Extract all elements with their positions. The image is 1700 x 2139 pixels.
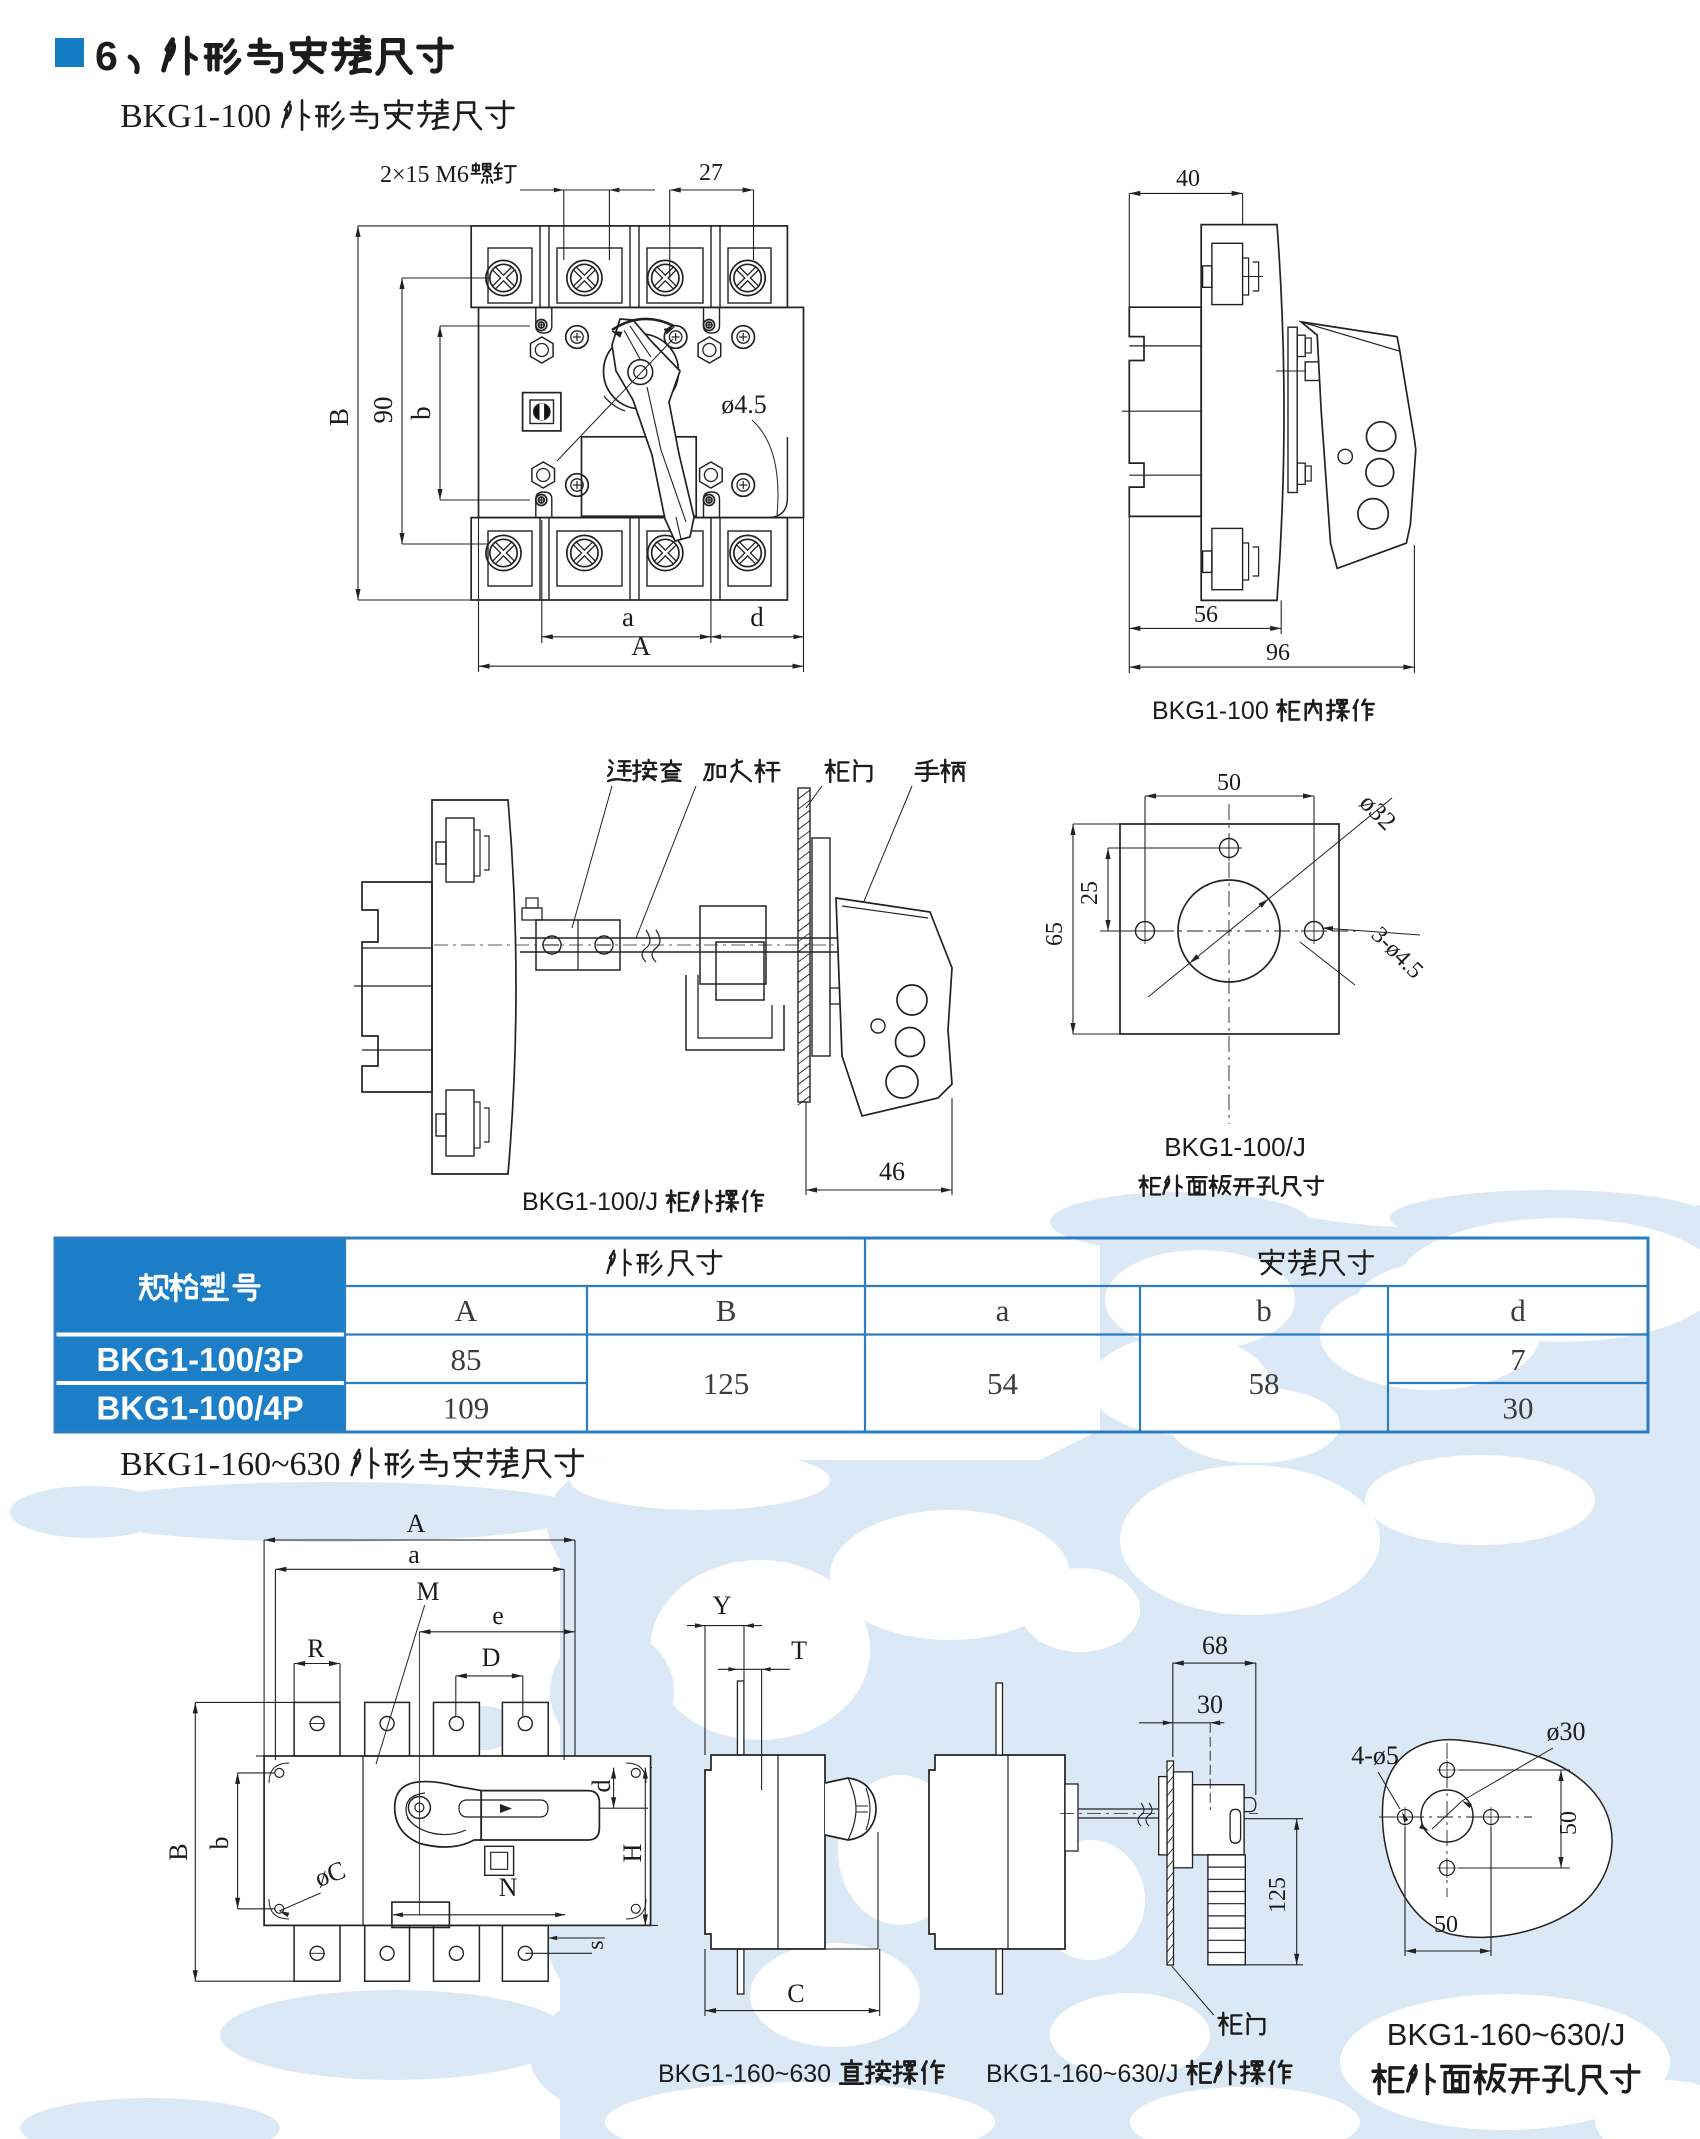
svg-text:27: 27 [699,160,723,186]
svg-text:BKG1-100/J: BKG1-100/J [522,1188,665,1216]
svg-text:85: 85 [451,1342,482,1377]
svg-text:50: 50 [1434,1912,1458,1938]
svg-text:b: b [205,1837,234,1850]
svg-text:s: s [583,1940,609,1949]
svg-text:BKG1-160~630: BKG1-160~630 [120,1446,349,1483]
svg-text:a: a [996,1293,1010,1328]
svg-text:40: 40 [1176,166,1200,192]
svg-text:R: R [307,1634,325,1663]
svg-text:BKG1-100: BKG1-100 [1152,697,1276,725]
svg-text:50: 50 [1556,1811,1582,1835]
svg-text:96: 96 [1266,640,1290,666]
svg-text:50: 50 [1217,770,1241,796]
svg-text:a: a [408,1540,420,1569]
svg-text:b: b [1256,1293,1272,1328]
svg-text:109: 109 [443,1391,490,1426]
svg-text:125: 125 [1265,1877,1291,1913]
svg-text:d: d [750,602,764,632]
svg-text:N: N [499,1873,518,1902]
svg-text:C: C [787,1979,804,2008]
svg-text:b: b [406,406,436,420]
svg-text:Y: Y [713,1591,732,1620]
svg-text:BKG1-100/4P: BKG1-100/4P [96,1390,303,1427]
svg-text:90: 90 [368,397,398,424]
svg-text:65: 65 [1042,922,1068,946]
svg-text:ø30: ø30 [1547,1717,1586,1746]
svg-text:BKG1-100/J: BKG1-100/J [1164,1132,1306,1162]
svg-text:30: 30 [1503,1391,1534,1426]
svg-text:T: T [791,1636,807,1665]
svg-text:M: M [416,1577,439,1606]
svg-text:125: 125 [703,1366,750,1401]
svg-text:B: B [324,408,354,426]
svg-text:56: 56 [1194,602,1218,628]
svg-text:BKG1-100: BKG1-100 [120,98,280,135]
svg-text:d: d [587,1780,616,1793]
svg-text:4-ø5: 4-ø5 [1351,1741,1399,1770]
svg-text:ø4.5: ø4.5 [721,390,767,419]
svg-text:a: a [622,602,634,632]
svg-text:58: 58 [1249,1366,1280,1401]
svg-text:BKG1-160~630: BKG1-160~630 [658,2060,838,2088]
svg-text:BKG1-160~630/J: BKG1-160~630/J [1387,2017,1626,2052]
svg-text:B: B [164,1843,193,1860]
svg-text:B: B [716,1293,737,1328]
svg-text:7: 7 [1510,1342,1526,1377]
svg-text:6: 6 [95,33,118,79]
svg-text:2×15 M6: 2×15 M6 [380,162,469,188]
svg-text:30: 30 [1197,1690,1223,1719]
svg-text:A: A [407,1509,426,1538]
svg-text:BKG1-160~630/J: BKG1-160~630/J [986,2060,1185,2088]
svg-text:25: 25 [1077,881,1103,905]
svg-text:BKG1-100/3P: BKG1-100/3P [96,1341,303,1378]
svg-text:D: D [482,1643,501,1672]
svg-text:A: A [455,1293,478,1328]
svg-text:54: 54 [987,1366,1019,1401]
svg-text:ø32: ø32 [1354,788,1402,836]
svg-text:d: d [1510,1293,1526,1328]
svg-text:H: H [618,1843,647,1862]
svg-text:3-ø4.5: 3-ø4.5 [1366,922,1428,984]
svg-text:46: 46 [879,1157,905,1186]
svg-text:e: e [492,1601,504,1630]
svg-text:A: A [631,631,651,661]
svg-text:68: 68 [1202,1631,1228,1660]
